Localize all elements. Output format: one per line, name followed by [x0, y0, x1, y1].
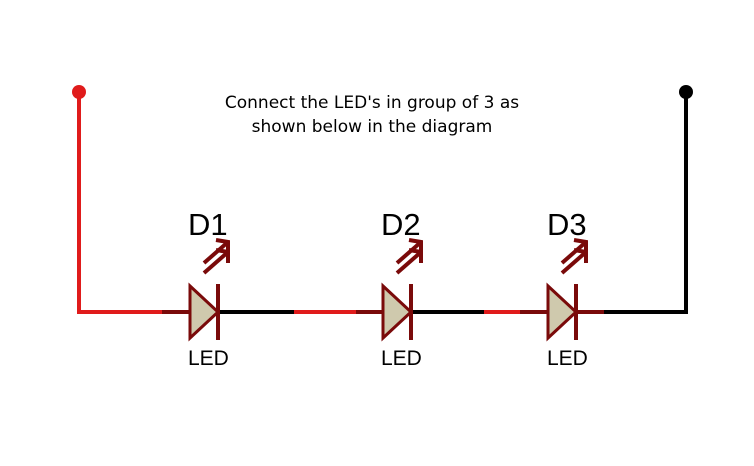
led-d3-triangle: [546, 282, 579, 342]
led-d3-type: LED: [547, 347, 588, 370]
led-d2-ref: D2: [381, 207, 421, 242]
note-line-2: shown below in the diagram: [252, 117, 493, 137]
positive-supply: [72, 85, 162, 314]
negative-supply: [604, 85, 693, 314]
led-d1[interactable]: D1 LED: [162, 207, 230, 370]
negative-wire: [604, 92, 688, 314]
led-d1-type: LED: [188, 347, 229, 370]
positive-terminal[interactable]: [72, 85, 86, 99]
led-d2[interactable]: D2 LED: [356, 207, 423, 370]
note-line-1: Connect the LED's in group of 3 as: [225, 93, 519, 113]
led-d3-ref: D3: [547, 207, 587, 242]
led-d2-type: LED: [381, 347, 422, 370]
light-emission-icon: [395, 238, 423, 275]
light-emission-icon: [560, 238, 588, 275]
led-d1-triangle: [188, 282, 221, 342]
led-d1-ref: D1: [188, 207, 228, 242]
positive-wire: [77, 92, 162, 314]
led-d3[interactable]: D3 LED: [520, 207, 604, 370]
led-d2-triangle: [381, 282, 414, 342]
negative-terminal[interactable]: [679, 85, 693, 99]
light-emission-icon: [202, 238, 230, 275]
